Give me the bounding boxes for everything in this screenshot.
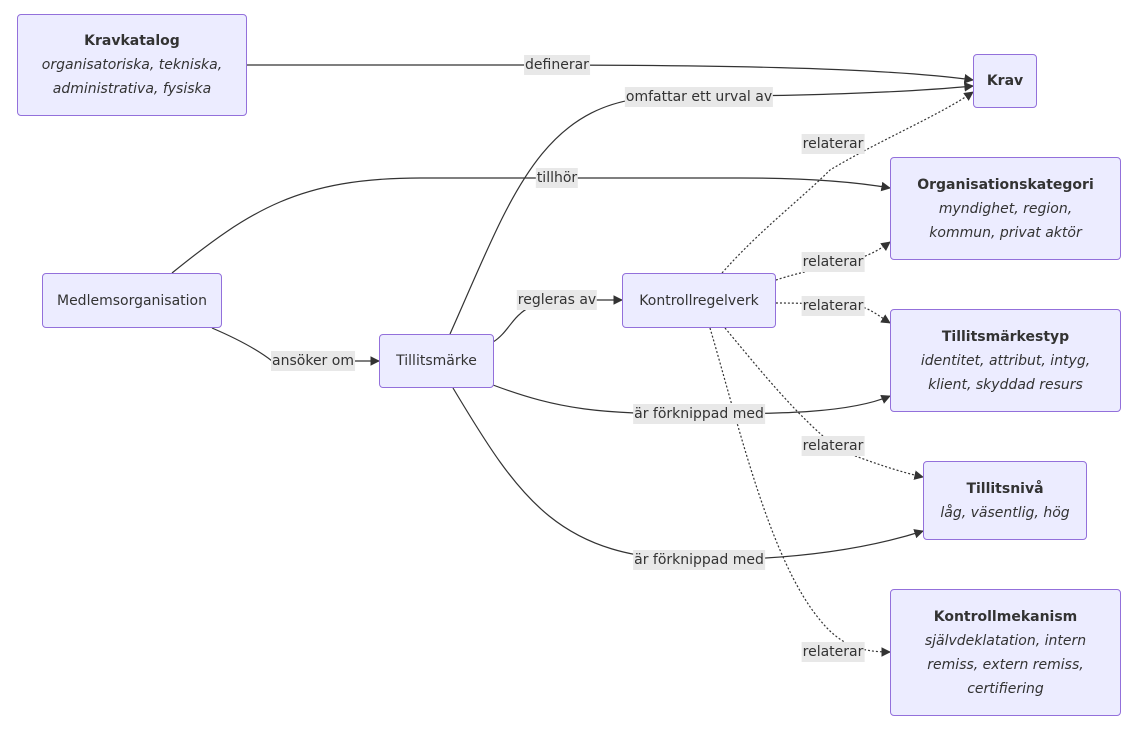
edge-relaterar-krav	[721, 91, 974, 274]
node-organisationskategori-title: Organisationskategori	[917, 176, 1094, 193]
edge-definerar	[247, 64, 974, 84]
node-tillitsmarkestyp-title: Tillitsmärkestyp	[941, 328, 1070, 345]
node-tillitsmarkestyp: Tillitsmärkestyp identitet, attribut, in…	[890, 309, 1121, 412]
node-medlemsorganisation-title: Medlemsorganisation	[56, 292, 207, 309]
node-organisationskategori-sub2: kommun, privat aktör	[929, 224, 1082, 241]
label-tillhor: tillhör	[535, 168, 579, 188]
node-organisationskategori-sub1: myndighet, region,	[938, 200, 1073, 217]
label-omfattar: omfattar ett urval av	[624, 87, 774, 107]
node-tillitsmarkestyp-sub1: identitet, attribut, intyg,	[920, 352, 1091, 369]
node-medlemsorganisation: Medlemsorganisation	[42, 273, 222, 328]
node-kravkatalog-title: Kravkatalog	[84, 33, 180, 49]
edge-tillhor	[171, 177, 891, 274]
node-kontrollmekanism-sub1: självdeklatation, intern	[924, 632, 1087, 649]
node-krav: Krav	[973, 54, 1037, 108]
node-kontrollmekanism: Kontrollmekanism självdeklatation, inter…	[890, 589, 1121, 716]
node-kontrollmekanism-sub2: remiss, extern remiss,	[927, 656, 1084, 673]
node-tillitsniva-sub1: låg, väsentlig, hög	[940, 504, 1070, 521]
node-kontrollmekanism-sub3: certifiering	[967, 680, 1044, 697]
node-kontrollregelverk: Kontrollregelverk	[622, 273, 776, 328]
node-tillitsmarkestyp-sub2: klient, skyddad resurs	[928, 376, 1083, 393]
label-relaterar-niva: relaterar	[801, 436, 865, 456]
node-tillitsmarke: Tillitsmärke	[379, 334, 494, 388]
label-relaterar-org: relaterar	[801, 252, 865, 272]
label-definerar: definerar	[524, 55, 590, 75]
node-organisationskategori: Organisationskategori myndighet, region,…	[890, 157, 1121, 260]
label-regleras: regleras av	[516, 290, 598, 310]
node-kravkatalog-sub1: organisatoriska, tekniska,	[41, 57, 223, 73]
node-kravkatalog-sub2: administrativa, fysiska	[52, 81, 212, 97]
label-relaterar-mek: relaterar	[801, 642, 865, 662]
node-kravkatalog: Kravkatalog organisatoriska, tekniska, a…	[17, 14, 247, 116]
node-tillitsniva-title: Tillitsnivå	[966, 480, 1044, 497]
node-kontrollregelverk-title: Kontrollregelverk	[639, 292, 759, 309]
label-forknippad-typ: är förknippad med	[633, 404, 765, 424]
node-tillitsmarke-title: Tillitsmärke	[396, 353, 477, 369]
node-kontrollmekanism-title: Kontrollmekanism	[933, 608, 1078, 625]
edge-relaterar-mek	[709, 327, 891, 657]
label-relaterar-krav: relaterar	[801, 134, 865, 154]
label-relaterar-typ: relaterar	[801, 296, 865, 316]
label-ansoker: ansöker om	[271, 351, 355, 371]
node-tillitsniva: Tillitsnivå låg, väsentlig, hög	[923, 461, 1087, 540]
node-krav-title: Krav	[986, 73, 1024, 89]
label-forknippad-niva: är förknippad med	[633, 550, 765, 570]
edge-relaterar-typ	[775, 302, 891, 324]
